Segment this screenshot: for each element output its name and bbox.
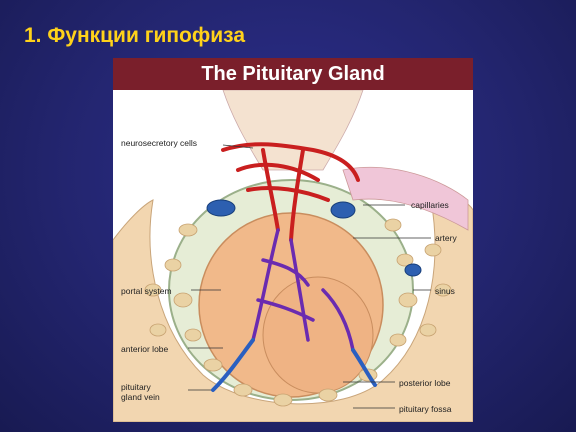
pituitary-fossa-bone: [113, 196, 473, 422]
label-pituitary-gland-vein-line2: gland vein: [121, 392, 160, 402]
capillary-network: [221, 142, 360, 242]
slide-title: 1. Функции гипофиза: [24, 24, 246, 47]
sinus-vessels: [206, 199, 422, 277]
label-anterior-lobe: anterior lobe: [121, 344, 169, 354]
bone-texture: [144, 218, 452, 407]
pituitary-illustration: [113, 90, 473, 422]
label-capillaries: capillaries: [411, 200, 449, 210]
pituitary-figure: The Pituitary Gland: [113, 58, 473, 422]
label-pituitary-fossa: pituitary fossa: [399, 404, 452, 414]
sphenoid-pink: [342, 166, 469, 231]
label-pituitary-gland-vein-line1: pituitary: [121, 382, 151, 392]
label-artery: artery: [435, 233, 457, 243]
label-sinus: sinus: [435, 286, 455, 296]
leader-lines: [188, 144, 431, 409]
label-portal-system: portal system: [121, 286, 172, 296]
figure-title: The Pituitary Gland: [113, 58, 473, 90]
posterior-lobe-shape: [262, 276, 374, 394]
infundibulum: [222, 90, 364, 171]
pituitary-gland-veins: [211, 338, 377, 392]
portal-vessels: [251, 228, 355, 352]
label-neurosecretory-cells: neurosecretory cells: [121, 138, 198, 148]
label-posterior-lobe: posterior lobe: [399, 378, 451, 388]
